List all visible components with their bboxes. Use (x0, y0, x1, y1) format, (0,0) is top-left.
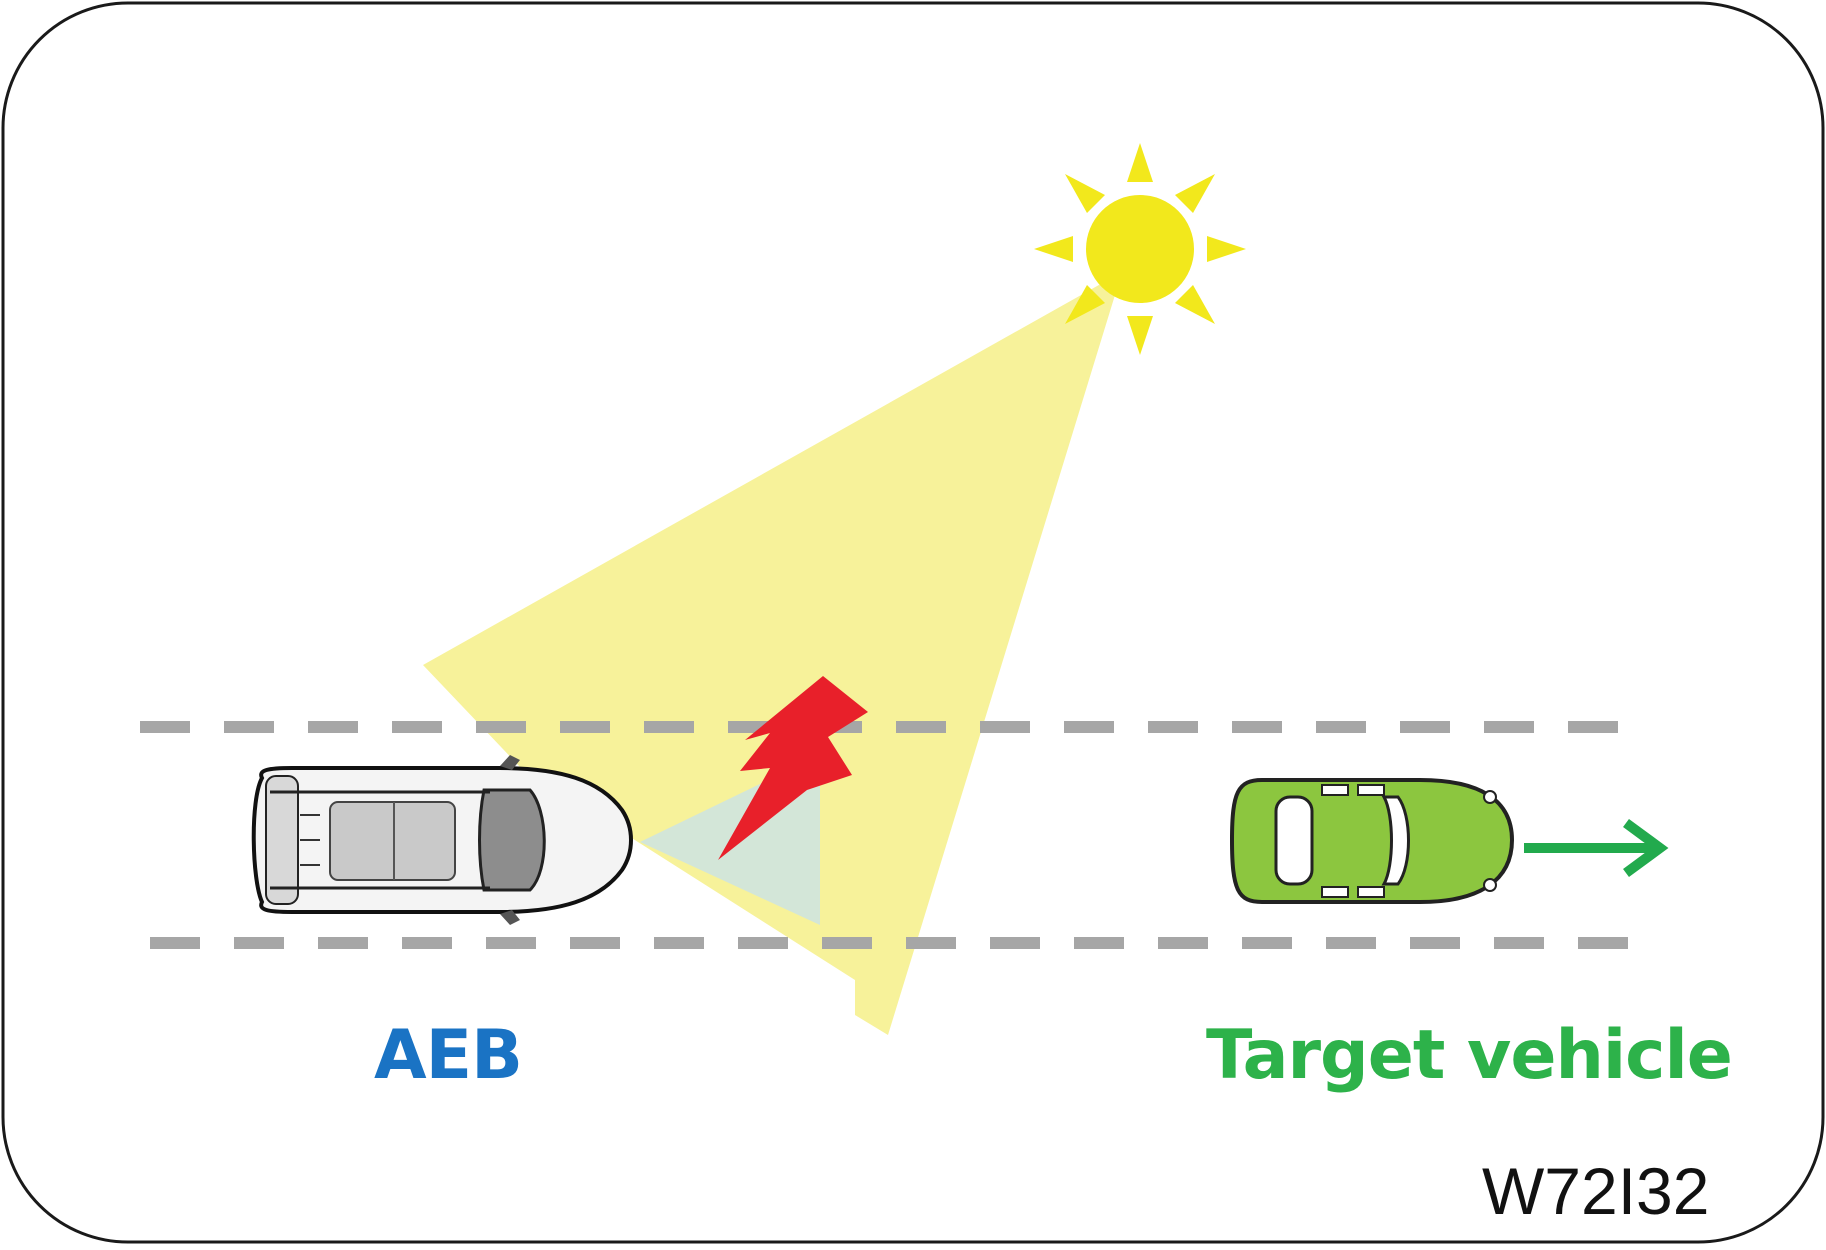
figure-code: W72I32 (1482, 1154, 1710, 1228)
car-top-view-icon (1229, 778, 1515, 904)
aeb-vehicle-label: AEB (374, 1016, 523, 1095)
sun-icon (1034, 143, 1246, 355)
suv-top-view-icon (251, 755, 633, 925)
target-vehicle-label: Target vehicle (1206, 1016, 1733, 1095)
sun-beam (423, 281, 1115, 1035)
lightning-bolt-icon (718, 676, 868, 860)
arrow-right-icon (1524, 818, 1669, 878)
